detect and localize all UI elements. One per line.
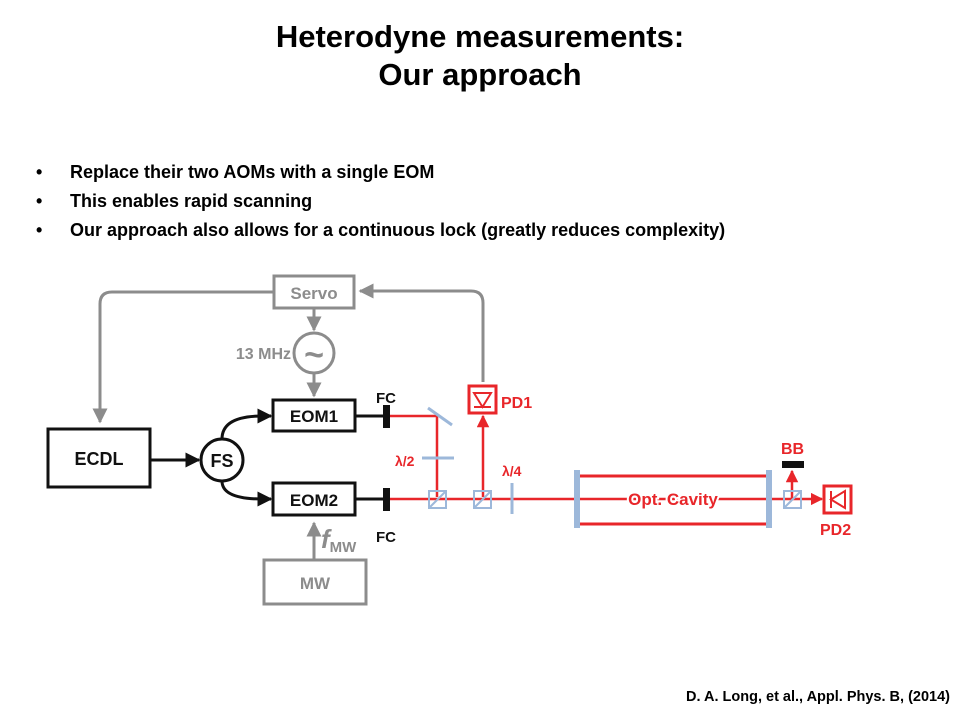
servo-loop <box>92 283 485 560</box>
fiber-coupler-bottom <box>383 488 390 511</box>
eom1-label: EOM1 <box>290 407 338 426</box>
quarter-wave-label: λ/4 <box>502 463 522 479</box>
beam-block <box>782 461 804 468</box>
bullet-item: Replace their two AOMs with a single EOM <box>36 158 725 187</box>
servo-box <box>272 274 356 310</box>
eom2-label: EOM2 <box>290 491 338 510</box>
frequency-label: 13 MHz <box>236 346 291 363</box>
oscillator-circle <box>292 331 336 375</box>
bullet-list: Replace their two AOMs with a single EOM… <box>36 158 725 245</box>
fc-top-label: FC <box>376 390 396 407</box>
bb-label: BB <box>781 441 804 458</box>
servo-label: Servo <box>290 284 337 303</box>
cavity-label: Opt. Cavity <box>628 490 718 509</box>
pd1-label: PD1 <box>501 395 532 412</box>
beam-splitter-1 <box>428 490 447 509</box>
half-wave-label: λ/2 <box>395 453 415 469</box>
pd1-detector <box>467 384 498 415</box>
cavity-mirror-left <box>574 470 580 528</box>
mw-box <box>262 558 368 606</box>
mirror <box>427 406 453 427</box>
optics <box>422 406 802 514</box>
title-line-2: Our approach <box>378 57 582 92</box>
fs-to-eom2-fiber <box>220 480 273 507</box>
servo-to-ecdl-line <box>92 290 274 424</box>
citation: D. A. Long, et al., Appl. Phys. B, (2014… <box>686 689 950 705</box>
title-line-1: Heterodyne measurements: <box>275 19 685 54</box>
fmw-symbol: fMW <box>321 524 357 556</box>
ecdl-box <box>46 427 152 489</box>
fs-label: FS <box>210 451 233 471</box>
fiber-coupler-top <box>383 405 390 428</box>
pd1-to-servo-line <box>358 283 485 382</box>
bullet-item: Our approach also allows for a continuou… <box>36 216 725 245</box>
pd2-detector <box>822 484 853 515</box>
mw-label: MW <box>300 574 331 593</box>
beam-splitter-2 <box>473 490 492 509</box>
beam-splitter-3 <box>783 490 802 509</box>
eom1-box <box>271 398 357 433</box>
page-title: Heterodyne measurements: Our approach <box>0 18 960 94</box>
fs-to-eom1-fiber <box>220 408 273 440</box>
pd2-label: PD2 <box>820 522 851 539</box>
cavity-mirror-right <box>766 470 772 528</box>
ecdl-label: ECDL <box>75 449 124 469</box>
fc-bottom-label: FC <box>376 529 396 546</box>
oscillator-symbol: ~ <box>304 336 324 374</box>
bullet-item: This enables rapid scanning <box>36 187 725 216</box>
